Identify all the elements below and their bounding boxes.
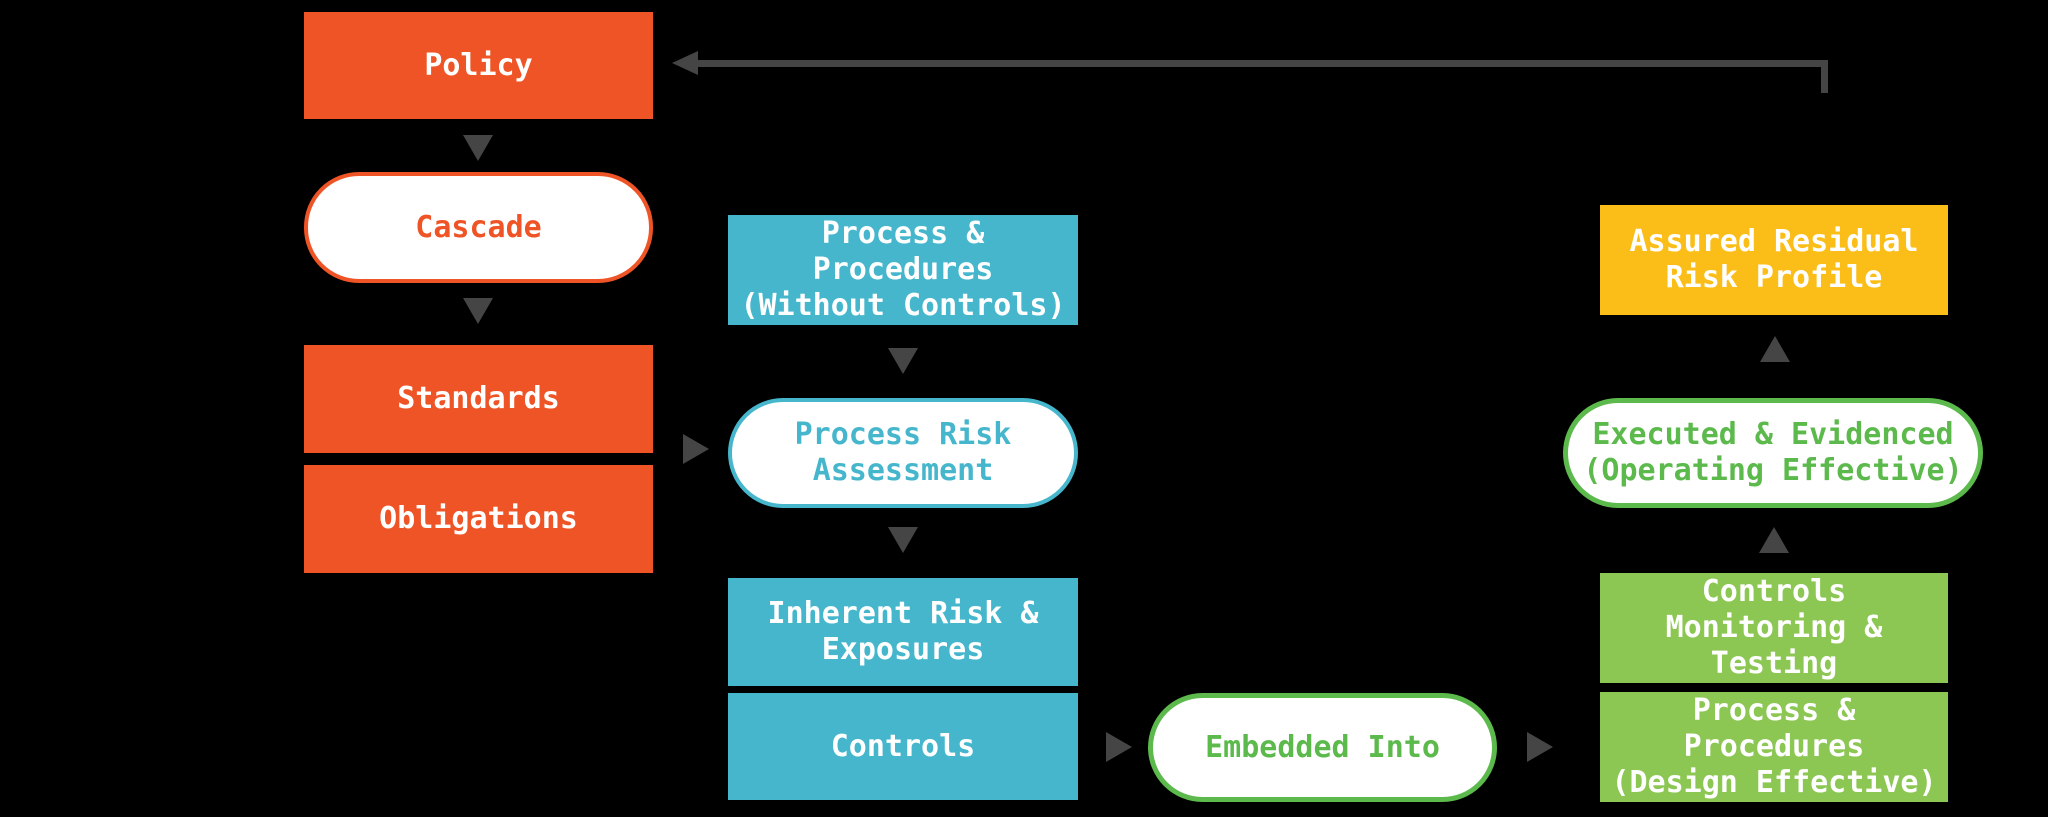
node-process-procedures-design-effective: Process & Procedures (Design Effective) — [1600, 692, 1948, 802]
arrow-down-pra-to-inherent-icon — [888, 527, 918, 553]
node-obligations: Obligations — [304, 465, 653, 573]
arrow-right-embedded-to-pp-design-icon — [1527, 732, 1553, 762]
arrow-down-cascade-to-standards-icon — [463, 298, 493, 324]
arrow-right-controls-to-embedded-icon — [1106, 732, 1132, 762]
feedback-line-vertical — [1821, 60, 1828, 93]
node-cascade: Cascade — [304, 172, 653, 283]
node-process-procedures-without-controls: Process & Procedures (Without Controls) — [728, 215, 1078, 325]
arrow-down-policy-to-cascade-icon — [463, 135, 493, 161]
arrow-right-standards-to-pra-icon — [683, 434, 709, 464]
node-controls-monitoring-testing: Controls Monitoring & Testing — [1600, 573, 1948, 683]
feedback-line-horizontal — [696, 60, 1828, 67]
arrowhead-feedback-into-policy-icon — [672, 51, 698, 75]
arrow-up-executed-to-assured-icon — [1760, 336, 1790, 362]
node-controls: Controls — [728, 693, 1078, 800]
node-embedded-into: Embedded Into — [1148, 693, 1497, 802]
node-process-risk-assessment: Process Risk Assessment — [728, 398, 1078, 508]
arrow-down-pp-to-pra-icon — [888, 348, 918, 374]
arrow-up-cmt-to-executed-icon — [1759, 527, 1789, 553]
node-executed-evidenced: Executed & Evidenced (Operating Effectiv… — [1563, 398, 1983, 508]
node-standards: Standards — [304, 345, 653, 453]
node-assured-residual-risk-profile: Assured Residual Risk Profile — [1600, 205, 1948, 315]
node-inherent-risk-exposures: Inherent Risk & Exposures — [728, 578, 1078, 686]
node-policy: Policy — [304, 12, 653, 119]
